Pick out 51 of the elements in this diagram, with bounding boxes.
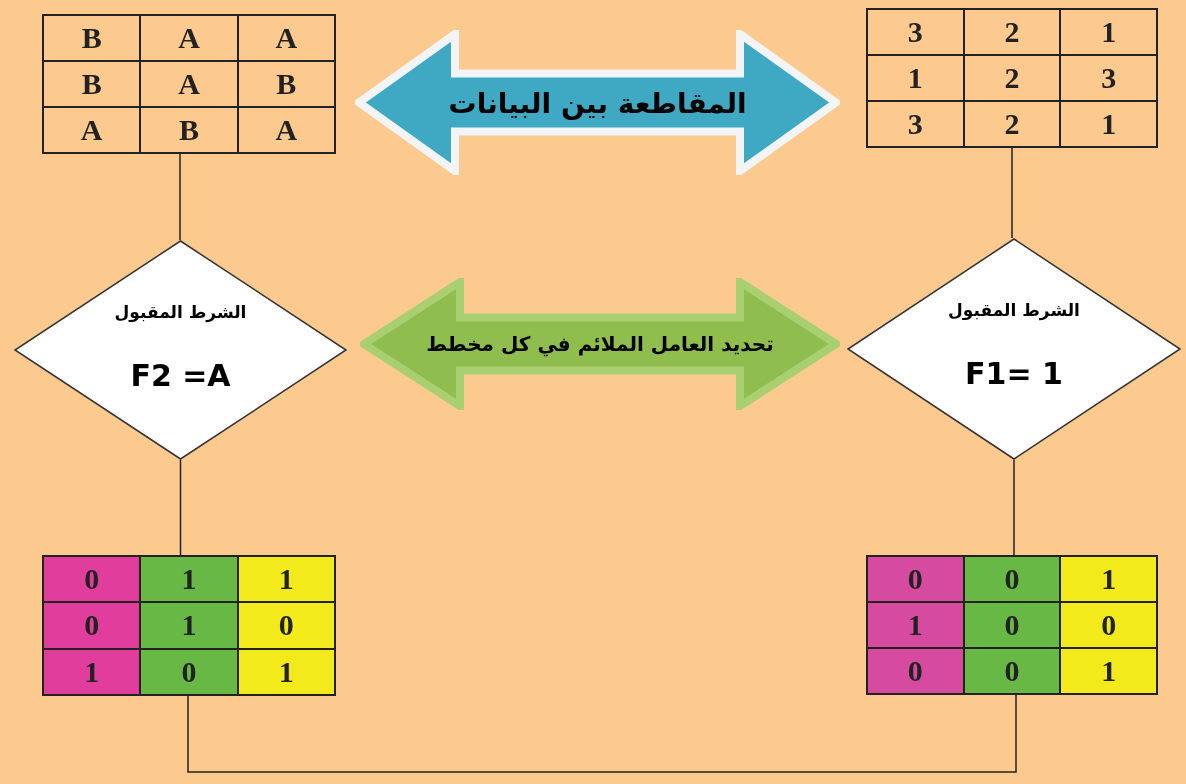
table-cell: 1 <box>1060 556 1157 602</box>
table-cell: 0 <box>1060 602 1157 648</box>
table-cell: B <box>43 61 141 107</box>
table-cell: 1 <box>867 55 964 101</box>
table-cell: A <box>237 15 335 61</box>
connector-line <box>1011 147 1013 239</box>
table-cell: 1 <box>1060 9 1157 55</box>
table-cell: 3 <box>867 101 964 147</box>
table-cell: 2 <box>963 55 1061 101</box>
data-table <box>42 14 336 154</box>
table-cell: A <box>140 61 238 107</box>
arrow-label: المقاطعة بين البيانات <box>447 86 748 119</box>
table-cell: B <box>43 15 141 61</box>
table-cell: 2 <box>963 9 1061 55</box>
connector-line <box>187 694 1017 773</box>
table-cell: 1 <box>1060 101 1157 147</box>
table-cell: B <box>140 107 238 153</box>
table-cell: 0 <box>867 556 964 602</box>
table-cell: 1 <box>43 648 141 695</box>
table-cell: 3 <box>867 9 964 55</box>
condition-heading: الشرط المقبول <box>113 302 248 322</box>
table-cell: A <box>140 15 238 61</box>
connector-line <box>179 459 182 556</box>
data-table <box>866 555 1158 695</box>
table-cell: 0 <box>43 556 141 603</box>
table-cell: 0 <box>963 648 1061 694</box>
table-cell: 2 <box>963 101 1061 147</box>
table-cell: 0 <box>43 602 141 649</box>
table-cell: A <box>43 107 141 153</box>
table-cell: B <box>237 61 335 107</box>
table-cell: 1 <box>237 648 335 695</box>
table-cell: 1 <box>1060 648 1157 694</box>
table-cell: 1 <box>237 556 335 603</box>
table-cell: 1 <box>867 602 964 648</box>
condition-formula: F2 =A <box>129 358 232 393</box>
arrow-label: تحديد العامل الملائم في كل مخطط <box>425 332 775 356</box>
table-cell: 0 <box>140 648 238 695</box>
table-cell: 1 <box>140 602 238 649</box>
table-cell: A <box>237 107 335 153</box>
condition-heading: الشرط المقبول <box>947 300 1081 320</box>
table-cell: 0 <box>237 602 335 649</box>
table-cell: 0 <box>867 648 964 694</box>
connector-line <box>1013 459 1015 556</box>
table-cell: 3 <box>1060 55 1157 101</box>
data-table <box>42 555 336 696</box>
table-cell: 0 <box>963 602 1061 648</box>
condition-formula: F1= 1 <box>964 356 1064 391</box>
table-cell: 0 <box>963 556 1061 602</box>
data-table <box>866 8 1158 148</box>
table-cell: 1 <box>140 556 238 603</box>
connector-line <box>179 153 181 241</box>
